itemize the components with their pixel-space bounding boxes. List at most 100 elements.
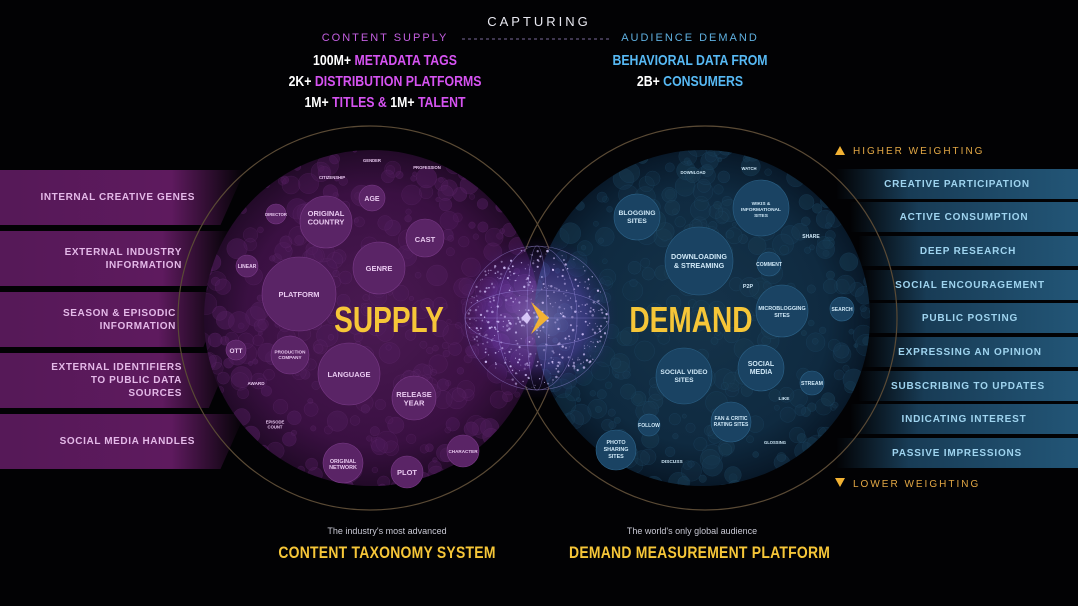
texture-bubble (818, 326, 827, 335)
globe-dot (516, 342, 519, 345)
label-search: SEARCH (831, 307, 853, 313)
texture-bubble (363, 305, 372, 314)
globe-dot (510, 297, 513, 300)
texture-bubble (644, 476, 664, 486)
texture-bubble (287, 410, 302, 425)
globe-dot (582, 353, 586, 356)
texture-bubble (825, 222, 832, 230)
texture-bubble (818, 426, 834, 443)
label-award: AWARD (247, 381, 265, 386)
texture-bubble (408, 296, 414, 302)
texture-bubble (204, 352, 217, 369)
left-band-external-identifiers: EXTERNAL IDENTIFIERS TO PUBLIC DATA SOUR… (0, 353, 232, 408)
texture-bubble (458, 236, 470, 248)
label-discuss: DISCUSS (661, 459, 683, 465)
texture-bubble (476, 198, 489, 210)
texture-bubble (768, 389, 781, 402)
texture-bubble (437, 378, 450, 391)
texture-bubble (604, 381, 613, 389)
texture-bubble (786, 168, 806, 188)
bubble-original-network (322, 442, 364, 484)
texture-bubble (384, 219, 401, 237)
globe-dot (590, 341, 592, 343)
texture-bubble (362, 294, 370, 302)
texture-bubble (869, 308, 870, 315)
globe-dot (545, 253, 547, 255)
globe-dot (581, 333, 584, 336)
globe-dot (573, 288, 576, 290)
center-logo-icon (521, 302, 549, 334)
bubble-stream (799, 370, 825, 396)
texture-bubble (381, 169, 395, 184)
globe-dot (479, 333, 481, 335)
bubble-platform (261, 256, 337, 332)
texture-bubble (204, 331, 211, 353)
label-glossing: GLOSSING (764, 440, 786, 445)
globe-dot (514, 331, 518, 334)
texture-bubble (426, 347, 434, 355)
content-supply-heading: CONTENT SUPPLY (321, 32, 449, 44)
texture-bubble (387, 416, 405, 434)
right-band-social-encouragement: SOCIAL ENCOURAGEMENT (862, 270, 1078, 300)
texture-bubble (426, 264, 448, 286)
texture-bubble (317, 165, 325, 172)
globe-dot (487, 354, 490, 356)
globe-dot (555, 368, 557, 370)
bubble-microblogging (755, 284, 809, 338)
globe-dot (542, 348, 546, 352)
globe-dot (487, 272, 489, 274)
globe-dot (518, 370, 520, 372)
globe-dot (490, 306, 492, 308)
globe-dot (592, 341, 595, 344)
texture-bubble (294, 235, 305, 246)
globe-dot (552, 351, 555, 354)
globe-dot (500, 341, 503, 344)
globe-dot (491, 282, 494, 285)
texture-bubble (727, 480, 744, 486)
globe-dot (500, 260, 503, 263)
globe-dot (545, 343, 547, 345)
globe-dot (592, 308, 595, 311)
globe-dot (562, 268, 565, 272)
texture-bubble (683, 157, 691, 165)
texture-bubble (326, 251, 344, 269)
globe-dot (488, 326, 491, 330)
texture-bubble (686, 310, 709, 332)
globe-dot (492, 286, 495, 289)
globe-dot (497, 276, 499, 278)
texture-bubble (832, 344, 852, 364)
texture-bubble (752, 451, 759, 458)
globe-dot (508, 350, 511, 353)
bubble-production-company (270, 335, 310, 375)
texture-bubble (279, 235, 293, 249)
globe-dot (494, 362, 497, 364)
globe-dot (504, 357, 507, 359)
globe-dot (488, 286, 490, 289)
globe-dot (484, 273, 487, 277)
texture-bubble (255, 377, 265, 387)
texture-bubble (776, 452, 787, 462)
texture-bubble (263, 181, 270, 188)
texture-bubble (495, 201, 507, 213)
texture-bubble (360, 302, 366, 308)
texture-bubble (644, 170, 661, 187)
globe-dot (524, 268, 526, 270)
texture-bubble (428, 354, 448, 374)
texture-bubble (266, 441, 285, 460)
globe-dot (547, 362, 550, 365)
texture-bubble (608, 421, 617, 429)
texture-bubble (226, 238, 248, 260)
globe-dot (490, 326, 493, 329)
globe-dot (552, 381, 554, 383)
globe-dot (518, 301, 521, 304)
globe-dot (535, 329, 538, 332)
texture-bubble (472, 233, 479, 240)
texture-bubble (439, 211, 459, 230)
globe-dot (515, 349, 517, 351)
globe-dot (577, 337, 580, 340)
texture-bubble (230, 372, 249, 391)
texture-bubble (650, 321, 661, 331)
texture-bubble (701, 455, 723, 477)
